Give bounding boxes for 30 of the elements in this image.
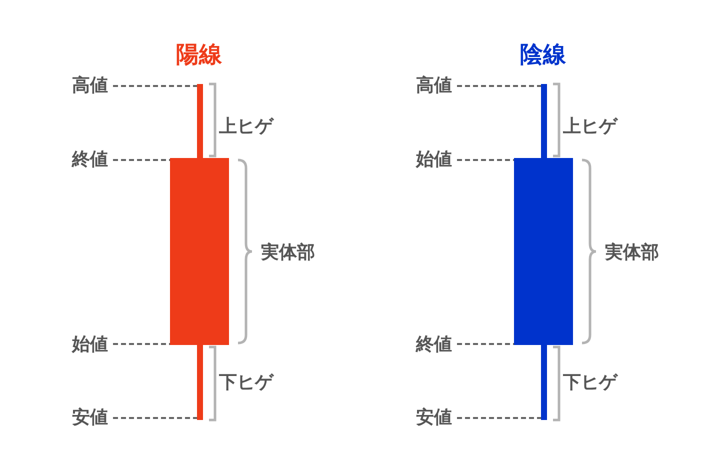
leader-line — [113, 417, 197, 419]
part-label: 実体部 — [261, 241, 315, 265]
upper-wick — [197, 84, 203, 158]
leader-line — [113, 159, 170, 161]
part-label: 下ヒゲ — [563, 371, 617, 395]
part-label: 上ヒゲ — [563, 115, 617, 139]
price-label: 高値 — [416, 74, 452, 98]
leader-line — [457, 417, 541, 419]
part-label: 上ヒゲ — [219, 115, 273, 139]
leader-line — [457, 85, 541, 87]
lower-wick — [541, 345, 547, 420]
price-label: 終値 — [416, 333, 452, 357]
price-label: 高値 — [72, 74, 108, 98]
price-label: 安値 — [416, 406, 452, 430]
leader-line — [113, 343, 170, 345]
price-label: 始値 — [416, 148, 452, 172]
leader-line — [113, 85, 197, 87]
candle-body — [514, 158, 573, 345]
upper-wick — [541, 84, 547, 158]
candle-heading: 陽線 — [176, 41, 222, 69]
candle-body — [170, 158, 229, 345]
price-label: 始値 — [72, 333, 108, 357]
leader-line — [457, 343, 514, 345]
lower-wick — [197, 345, 203, 420]
price-label: 安値 — [72, 406, 108, 430]
part-label: 下ヒゲ — [219, 371, 273, 395]
candle-heading: 陰線 — [520, 41, 566, 69]
part-label: 実体部 — [605, 241, 659, 265]
price-label: 終値 — [72, 148, 108, 172]
leader-line — [457, 159, 514, 161]
